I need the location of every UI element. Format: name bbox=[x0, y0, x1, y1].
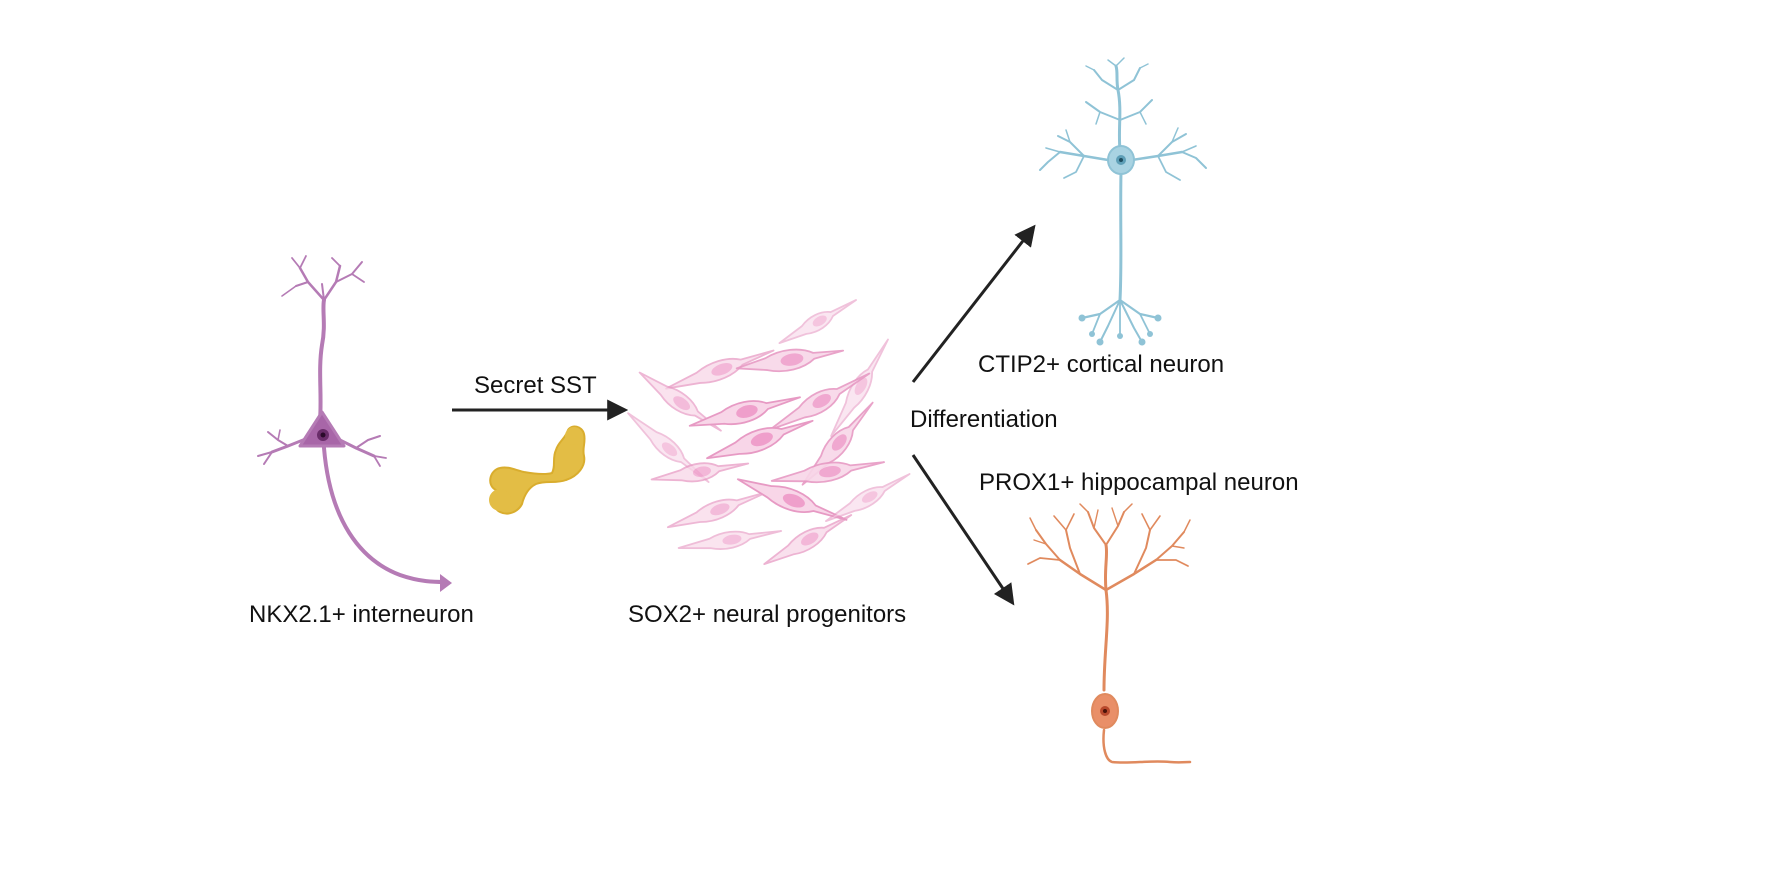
progenitor-cell-icon bbox=[665, 349, 775, 390]
progenitor-cell-icon bbox=[688, 396, 801, 427]
progenitor-nucleus-icon bbox=[711, 362, 733, 376]
progenitor-nucleus-icon bbox=[801, 532, 819, 546]
progenitor-nucleus-icon bbox=[692, 466, 711, 477]
differentiation-label: Differentiation bbox=[910, 406, 1058, 433]
differentiation-arrow-up bbox=[911, 224, 1036, 383]
progenitor-cell-icon bbox=[825, 473, 911, 523]
interneuron-label: NKX2.1+ interneuron bbox=[249, 601, 474, 628]
progenitors-label: SOX2+ neural progenitors bbox=[628, 601, 907, 628]
progenitor-cell-icon bbox=[770, 461, 886, 484]
progenitor-nucleus-icon bbox=[831, 434, 847, 451]
progenitor-cluster-icon bbox=[627, 299, 911, 566]
cortical-label: CTIP2+ cortical neuron bbox=[978, 351, 1225, 378]
progenitor-cell-icon bbox=[735, 348, 845, 373]
progenitor-nucleus-icon bbox=[780, 353, 804, 366]
hippocampal-neuron-icon bbox=[1027, 503, 1192, 764]
progenitor-nucleus-icon bbox=[812, 315, 827, 327]
progenitor-cell-icon bbox=[769, 372, 871, 431]
progenitor-cell-icon bbox=[830, 338, 889, 437]
progenitor-cell-icon bbox=[650, 462, 750, 483]
progenitor-cell-icon bbox=[763, 514, 853, 566]
secrete-label: Secret SST bbox=[474, 372, 597, 399]
progenitor-nucleus-icon bbox=[661, 442, 678, 457]
interneuron-soma-icon bbox=[298, 410, 346, 448]
sst-peptide-icon bbox=[489, 425, 586, 515]
progenitor-cell-icon bbox=[677, 530, 783, 550]
progenitor-cell-icon bbox=[666, 490, 769, 529]
cortical-terminals-icon bbox=[1078, 314, 1162, 346]
progenitor-nucleus-icon bbox=[750, 432, 773, 447]
progenitor-cell-icon bbox=[778, 299, 858, 345]
progenitor-cell-icon bbox=[627, 412, 710, 483]
progenitor-nucleus-icon bbox=[819, 466, 841, 478]
hippocampal-label: PROX1+ hippocampal neuron bbox=[979, 469, 1299, 496]
axon-terminal-icon bbox=[440, 574, 452, 592]
progenitor-cell-icon bbox=[706, 419, 814, 460]
progenitor-nucleus-icon bbox=[722, 534, 742, 545]
progenitor-nucleus-icon bbox=[861, 491, 878, 503]
progenitor-nucleus-icon bbox=[812, 393, 831, 409]
progenitor-nucleus-icon bbox=[736, 405, 758, 418]
progenitor-cell-icon bbox=[736, 478, 848, 521]
cortical-neuron-icon bbox=[1039, 57, 1207, 343]
differentiation-arrow-down bbox=[911, 454, 1015, 606]
interneuron-icon bbox=[257, 255, 447, 584]
progenitor-nucleus-icon bbox=[782, 493, 805, 508]
progenitor-nucleus-icon bbox=[710, 503, 730, 516]
progenitor-nucleus-icon bbox=[673, 396, 691, 411]
progenitor-nucleus-icon bbox=[854, 377, 868, 395]
progenitor-cell-icon bbox=[638, 371, 722, 432]
